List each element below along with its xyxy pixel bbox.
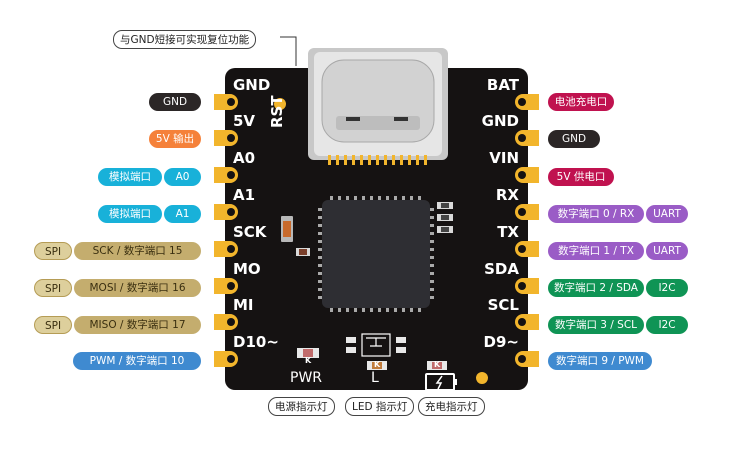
mo-spi-tag: SPI xyxy=(34,279,72,297)
reset-note: 与GND短接可实现复位功能 xyxy=(113,30,257,49)
scl-desc-pill: 数字端口 3 / SCL xyxy=(548,316,644,334)
tx-desc-pill: 数字端口 1 / TX xyxy=(548,242,644,260)
sda-i2c-tag: I2C xyxy=(646,279,688,297)
mcu-chip xyxy=(322,200,430,308)
a1-tag-pill: A1 xyxy=(164,205,201,223)
scl-i2c-tag: I2C xyxy=(646,316,688,334)
pin-label-sda: SDA xyxy=(484,260,519,278)
mcu-chip-pins xyxy=(318,196,434,312)
k-mark-led: K xyxy=(374,360,381,369)
right-header-pads xyxy=(515,94,539,367)
pin-label-bat: BAT xyxy=(486,76,519,94)
user-led-component xyxy=(367,361,387,370)
pin-label-sck: SCK xyxy=(233,223,267,241)
pin-label-mi: MI xyxy=(233,296,254,314)
pin-label-a0: A0 xyxy=(233,149,256,167)
usb-c-pins xyxy=(328,155,427,165)
battery-charge-pill: 电池充电口 xyxy=(548,93,614,111)
tx-uart-tag: UART xyxy=(646,242,688,260)
rx-uart-tag: UART xyxy=(646,205,688,223)
aux-pad xyxy=(476,372,488,384)
pin-label-tx: TX xyxy=(497,223,519,241)
d9-desc-pill: 数字端口 9 / PWM xyxy=(548,352,652,370)
mi-desc-pill: MISO / 数字端口 17 xyxy=(74,316,201,334)
vin-supply-pill: 5V 供电口 xyxy=(548,168,614,186)
resistor-left xyxy=(296,248,310,256)
a1-desc-pill: 模拟端口 xyxy=(98,205,162,223)
crystal-component xyxy=(346,333,406,357)
a0-desc-pill: 模拟端口 xyxy=(98,168,162,186)
k-mark-pwr: K xyxy=(305,356,312,365)
left-header-pads xyxy=(214,94,238,367)
k-mark-charge: K xyxy=(434,360,441,369)
pin-label-d10: D10~ xyxy=(233,333,279,351)
d10-desc-pill: PWM / 数字端口 10 xyxy=(73,352,201,370)
led-indicator-caption: LED 指示灯 xyxy=(345,397,415,416)
charge-led-component xyxy=(427,361,447,370)
pwr-label: PWR xyxy=(290,370,323,386)
capacitor-orange xyxy=(281,216,293,242)
charge-indicator-caption: 充电指示灯 xyxy=(418,397,485,416)
pwr-led-component xyxy=(297,348,319,358)
reset-pad xyxy=(274,98,286,110)
mi-spi-tag: SPI xyxy=(34,316,72,334)
pin-label-5v: 5V xyxy=(233,112,256,130)
pin-label-d9: D9~ xyxy=(483,333,519,351)
rst-label: RST xyxy=(268,95,286,128)
pin-label-a1: A1 xyxy=(233,186,256,204)
pin-label-scl: SCL xyxy=(487,296,519,314)
5v-output-pill: 5V 输出 xyxy=(149,130,201,148)
mo-desc-pill: MOSI / 数字端口 16 xyxy=(74,279,201,297)
pin-label-vin: VIN xyxy=(489,149,519,167)
rx-desc-pill: 数字端口 0 / RX xyxy=(548,205,644,223)
resistor-array-right xyxy=(437,202,453,233)
led-l-label: L xyxy=(371,370,379,386)
sck-spi-tag: SPI xyxy=(34,242,72,260)
power-indicator-caption: 电源指示灯 xyxy=(268,397,335,416)
reset-callout-line xyxy=(280,36,297,66)
gnd-left-pill: GND xyxy=(149,93,201,111)
pin-label-gnd-left: GND xyxy=(233,76,271,94)
battery-icon xyxy=(425,373,457,391)
sck-desc-pill: SCK / 数字端口 15 xyxy=(74,242,201,260)
gnd-right-pill: GND xyxy=(548,130,600,148)
sda-desc-pill: 数字端口 2 / SDA xyxy=(548,279,644,297)
pin-label-mo: MO xyxy=(233,260,261,278)
pin-label-rx: RX xyxy=(495,186,519,204)
pin-label-gnd-right: GND xyxy=(481,112,519,130)
a0-tag-pill: A0 xyxy=(164,168,201,186)
